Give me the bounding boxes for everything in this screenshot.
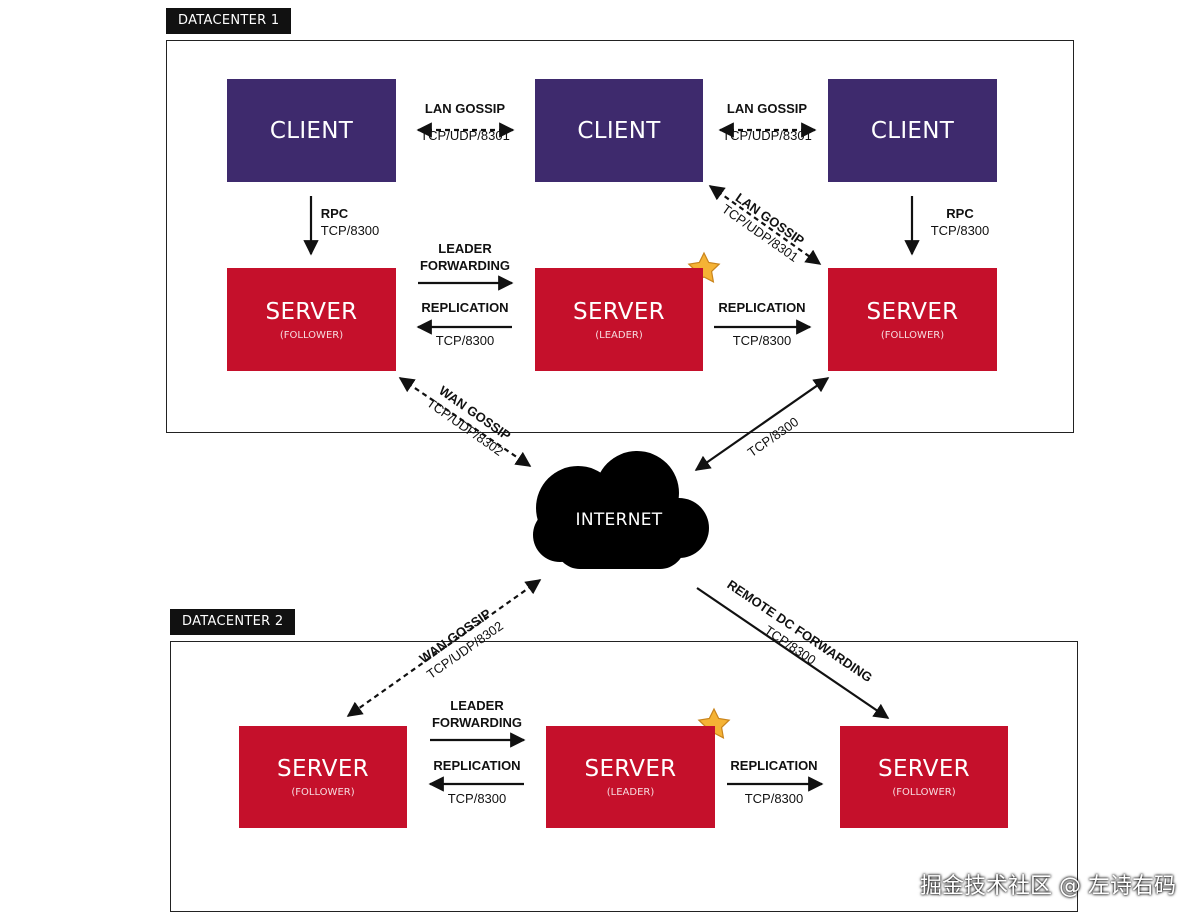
client-label: CLIENT — [269, 117, 354, 144]
dc2-replication-label-right: REPLICATION TCP/8300 — [730, 758, 818, 806]
datacenter-2-tab: DATACENTER 2 — [170, 609, 296, 635]
server-label: SERVER — [878, 756, 970, 782]
datacenter-2-frame — [170, 641, 1078, 912]
server-label: SERVER — [573, 298, 665, 325]
replication-label-right: REPLICATION TCP/8300 — [718, 300, 806, 348]
client-node-2: CLIENT — [535, 79, 703, 182]
client-node-1: CLIENT — [227, 79, 396, 182]
server-node-leader: SERVER (LEADER) — [535, 268, 703, 371]
replication-label-left: REPLICATION TCP/8300 — [421, 300, 509, 348]
server-role: (FOLLOWER) — [892, 787, 956, 798]
server-label: SERVER — [265, 298, 358, 325]
datacenter-1-frame — [166, 40, 1074, 433]
server-role: (FOLLOWER) — [279, 329, 344, 341]
lan-gossip-label-1: LAN GOSSIP TCP/UDP/8301 — [420, 101, 510, 143]
cloud-icon — [533, 451, 709, 569]
client-node-3: CLIENT — [828, 79, 997, 182]
lan-gossip-label-2: LAN GOSSIP TCP/UDP/8301 — [722, 101, 812, 143]
server-label: SERVER — [277, 756, 369, 782]
datacenter-1-tab: DATACENTER 1 — [166, 8, 292, 34]
dc2-server-node-leader: SERVER (LEADER) — [546, 726, 715, 828]
client-label: CLIENT — [870, 117, 955, 144]
leader-forwarding-label: LEADER FORWARDING — [419, 241, 511, 273]
server-label: SERVER — [584, 756, 677, 782]
watermark: 掘金技术社区 @ 左诗右码 — [920, 874, 1176, 899]
server-node-follower-1: SERVER (FOLLOWER) — [227, 268, 396, 371]
dc2-server-node-follower-2: SERVER (FOLLOWER) — [840, 726, 1008, 828]
server-role: (LEADER) — [606, 787, 655, 798]
server-role: (FOLLOWER) — [880, 329, 945, 341]
dc2-leader-forwarding-label: LEADER FORWARDING — [431, 698, 523, 730]
server-label: SERVER — [866, 298, 959, 325]
server-node-follower-2: SERVER (FOLLOWER) — [828, 268, 997, 371]
dc2-server-node-follower-1: SERVER (FOLLOWER) — [239, 726, 407, 828]
rpc-label-right: RPC TCP/8300 — [930, 206, 990, 238]
server-role: (FOLLOWER) — [291, 787, 355, 798]
server-role: (LEADER) — [595, 329, 643, 341]
rpc-label-left: RPC TCP/8300 — [320, 206, 380, 238]
client-label: CLIENT — [577, 117, 661, 144]
dc2-replication-label-left: REPLICATION TCP/8300 — [433, 758, 521, 806]
internet-label: INTERNET — [575, 510, 663, 530]
